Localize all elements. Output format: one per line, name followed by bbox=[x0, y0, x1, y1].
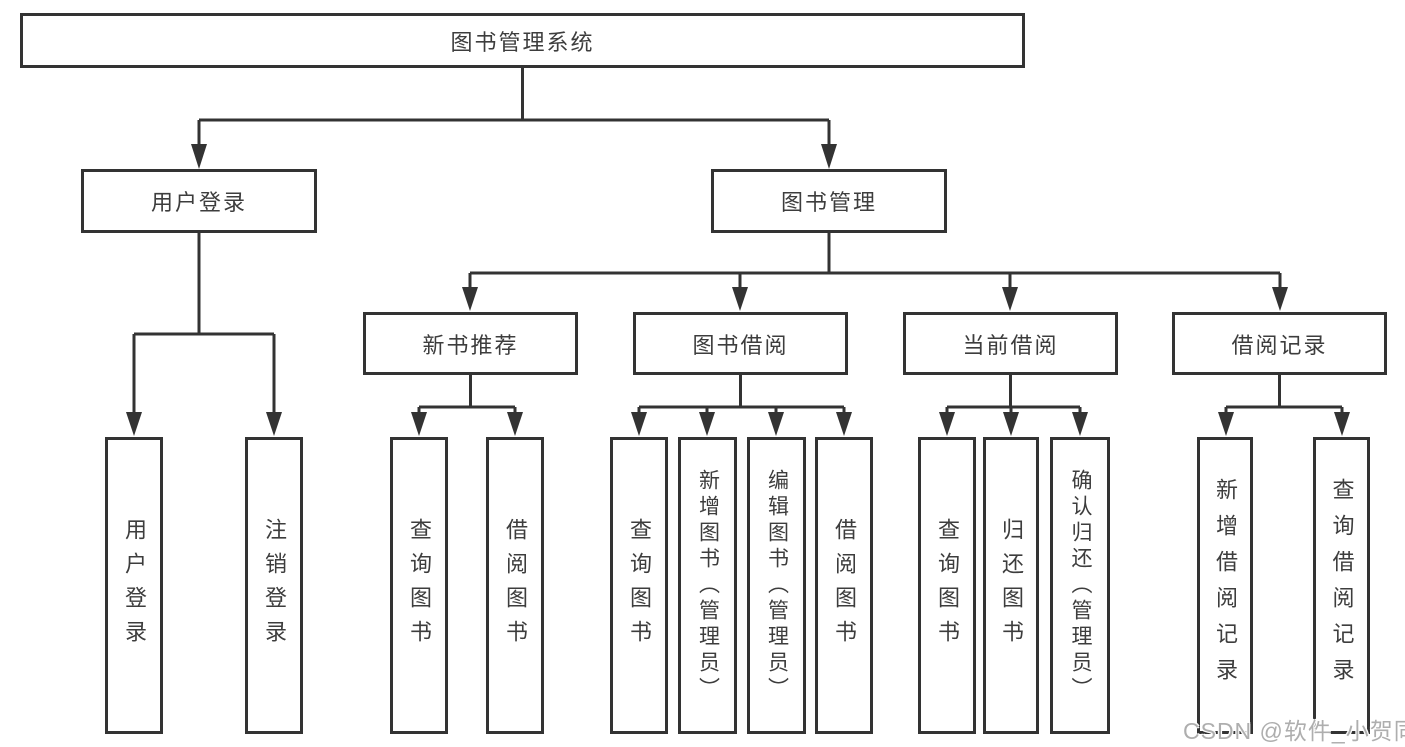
leaf-newbook-borrow-books: 借阅图书 bbox=[486, 437, 544, 734]
leaf-logout: 注销登录 bbox=[245, 437, 303, 734]
leaf-user-login: 用户登录 bbox=[105, 437, 163, 734]
leaf-logout-label: 注销登录 bbox=[262, 517, 287, 654]
node-user-login-label: 用户登录 bbox=[150, 190, 247, 215]
arrowheads-borrow-leaves bbox=[631, 412, 852, 436]
connector-userlogin-to-leaves bbox=[132, 233, 276, 413]
arrowheads-current-leaves bbox=[939, 412, 1088, 436]
leaf-current-query-books-label: 查询图书 bbox=[935, 517, 960, 654]
node-root-label: 图书管理系统 bbox=[450, 29, 595, 55]
leaf-newbook-query-books: 查询图书 bbox=[390, 437, 448, 734]
leaf-newbook-borrow-books-label: 借阅图书 bbox=[503, 517, 528, 654]
node-current-borrowing: 当前借阅 bbox=[903, 312, 1118, 375]
node-book-borrowing-label: 图书借阅 bbox=[692, 332, 789, 358]
node-root: 图书管理系统 bbox=[20, 13, 1025, 68]
node-book-management: 图书管理 bbox=[711, 169, 947, 233]
connector-bookmgmt-to-level3 bbox=[468, 233, 1282, 288]
node-new-book-recommendation: 新书推荐 bbox=[363, 312, 578, 375]
leaf-borrow-add-books-admin-label: 新增图书（管理员） bbox=[696, 468, 720, 703]
leaf-borrow-borrow-books-label: 借阅图书 bbox=[832, 517, 857, 654]
node-current-borrowing-label: 当前借阅 bbox=[962, 332, 1059, 358]
arrowheads-level2 bbox=[191, 144, 837, 169]
node-book-management-label: 图书管理 bbox=[780, 190, 877, 215]
leaf-user-login-label: 用户登录 bbox=[122, 517, 147, 654]
leaf-records-add-record-label: 新增借阅记录 bbox=[1213, 477, 1238, 694]
node-user-login: 用户登录 bbox=[81, 169, 317, 233]
leaf-borrow-query-books: 查询图书 bbox=[610, 437, 668, 734]
leaf-records-query-record: 查询借阅记录 bbox=[1313, 437, 1370, 734]
leaf-current-query-books: 查询图书 bbox=[918, 437, 976, 734]
arrowheads-newbook-leaves bbox=[411, 412, 523, 436]
leaf-current-return-books-label: 归还图书 bbox=[999, 517, 1024, 654]
leaf-borrow-borrow-books: 借阅图书 bbox=[815, 437, 873, 734]
connector-current-to-leaves bbox=[945, 375, 1082, 413]
leaf-current-confirm-return-admin-label: 确认归还（管理员） bbox=[1069, 468, 1092, 703]
connector-newbook-to-leaves bbox=[417, 375, 517, 413]
leaf-borrow-edit-books-admin: 编辑图书（管理员） bbox=[747, 437, 806, 734]
node-book-borrowing: 图书借阅 bbox=[633, 312, 848, 375]
leaf-records-query-record-label: 查询借阅记录 bbox=[1329, 477, 1355, 694]
arrowheads-level3 bbox=[462, 287, 1288, 311]
connector-records-to-leaves bbox=[1224, 375, 1344, 413]
leaf-borrow-add-books-admin: 新增图书（管理员） bbox=[678, 437, 737, 734]
node-new-book-recommendation-label: 新书推荐 bbox=[422, 332, 519, 358]
leaf-newbook-query-books-label: 查询图书 bbox=[407, 517, 432, 654]
csdn-watermark: CSDN @软件_小贺同学 bbox=[1183, 718, 1405, 744]
leaf-borrow-query-books-label: 查询图书 bbox=[627, 517, 652, 654]
connector-root-to-level2 bbox=[197, 68, 831, 145]
arrowheads-userlogin-leaves bbox=[126, 412, 282, 436]
arrowheads-records-leaves bbox=[1218, 412, 1350, 436]
leaf-current-return-books: 归还图书 bbox=[983, 437, 1039, 734]
leaf-borrow-edit-books-admin-label: 编辑图书（管理员） bbox=[765, 468, 789, 703]
leaf-records-add-record: 新增借阅记录 bbox=[1197, 437, 1253, 734]
connector-borrow-to-leaves bbox=[637, 375, 846, 413]
node-borrowing-records-label: 借阅记录 bbox=[1231, 332, 1328, 358]
leaf-current-confirm-return-admin: 确认归还（管理员） bbox=[1050, 437, 1110, 734]
node-borrowing-records: 借阅记录 bbox=[1172, 312, 1387, 375]
